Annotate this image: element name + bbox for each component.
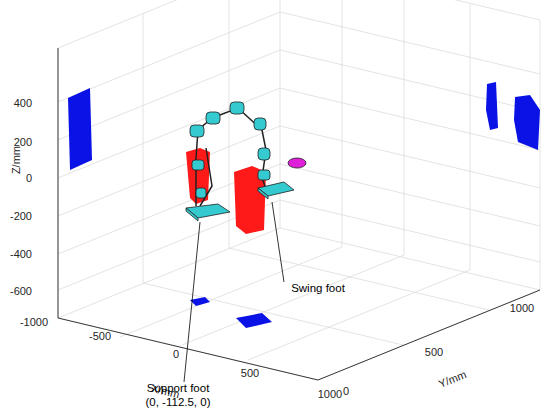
x-tick: 1000 <box>318 388 342 400</box>
leg-volumes <box>186 148 266 234</box>
z-tick: -200 <box>10 210 32 222</box>
x-tick: -1000 <box>20 316 48 328</box>
z-tick: -400 <box>10 248 32 260</box>
z-tick: 400 <box>14 97 32 109</box>
robot-links <box>196 108 266 206</box>
y-tick: 1000 <box>510 302 534 314</box>
grid-lines <box>58 0 540 380</box>
y-tick: 0 <box>343 385 349 397</box>
end-effector <box>288 158 306 168</box>
feet <box>186 182 294 221</box>
z-tick: 0 <box>26 172 32 184</box>
y-tick: 500 <box>425 346 443 358</box>
annotation: Swing foot <box>291 282 345 295</box>
leader-lines <box>184 202 284 382</box>
x-tick: 0 <box>173 348 179 360</box>
axis-title: Z/mm <box>10 146 22 174</box>
projection-patches <box>68 82 540 328</box>
robot-joints <box>190 102 270 198</box>
annotation: (0, -112.5, 0) <box>146 396 211 409</box>
z-tick: -600 <box>10 285 32 297</box>
x-tick: 500 <box>241 367 259 379</box>
axes <box>58 48 540 380</box>
x-tick: -500 <box>89 330 111 342</box>
annotation: Support foot <box>147 382 210 395</box>
axis-title: Y/mm <box>436 368 467 390</box>
